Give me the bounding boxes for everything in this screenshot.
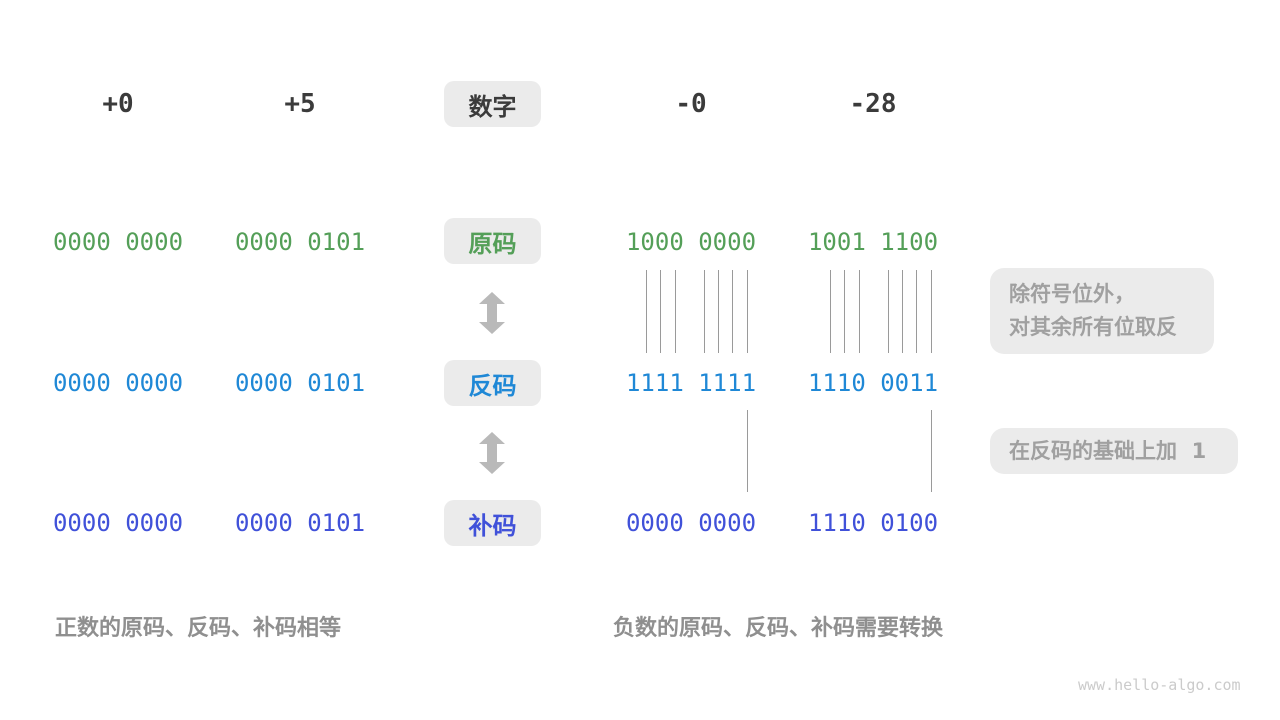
up-down-arrow-icon bbox=[479, 292, 505, 334]
bit-mapping-line bbox=[718, 270, 719, 353]
binary-value: 0000 0101 bbox=[234, 369, 366, 397]
annotation-invert-line2: 对其余所有位取反 bbox=[1009, 315, 1177, 339]
bit-mapping-line bbox=[646, 270, 647, 353]
binary-value: 1000 0000 bbox=[625, 228, 757, 256]
binary-value: 0000 0000 bbox=[52, 228, 184, 256]
bit-mapping-line bbox=[660, 270, 661, 353]
bit-mapping-line bbox=[931, 270, 932, 353]
binary-value: 0000 0101 bbox=[234, 509, 366, 537]
watermark: www.hello-algo.com bbox=[1078, 676, 1241, 694]
bit-mapping-line bbox=[931, 410, 932, 492]
annotation-invert-line1: 除符号位外， bbox=[1009, 282, 1135, 306]
bit-mapping-line bbox=[732, 270, 733, 353]
annotation-invert-bits: 除符号位外， 对其余所有位取反 bbox=[990, 268, 1214, 354]
binary-value: 0000 0000 bbox=[625, 509, 757, 537]
header-value-neg-zero: -0 bbox=[675, 89, 707, 119]
bit-mapping-line bbox=[859, 270, 860, 353]
annotation-add-one: 在反码的基础上加 1 bbox=[990, 428, 1238, 474]
bit-mapping-line bbox=[830, 270, 831, 353]
up-down-arrow-icon bbox=[479, 432, 505, 474]
header-value-pos-five: +5 bbox=[284, 89, 316, 119]
caption-negative-numbers: 负数的原码、反码、补码需要转换 bbox=[613, 616, 944, 641]
tag-ones-complement: 反码 bbox=[444, 360, 541, 406]
tag-twos-complement: 补码 bbox=[444, 500, 541, 546]
binary-value: 1111 1111 bbox=[625, 369, 757, 397]
tag-number: 数字 bbox=[444, 81, 541, 127]
binary-value: 0000 0101 bbox=[234, 228, 366, 256]
caption-positive-numbers: 正数的原码、反码、补码相等 bbox=[55, 616, 342, 641]
header-value-pos-zero: +0 bbox=[102, 89, 134, 119]
bit-mapping-line bbox=[888, 270, 889, 353]
binary-value: 1110 0011 bbox=[807, 369, 939, 397]
bit-mapping-line bbox=[747, 270, 748, 353]
tag-sign-magnitude: 原码 bbox=[444, 218, 541, 264]
bit-mapping-line bbox=[916, 270, 917, 353]
bit-mapping-line bbox=[902, 270, 903, 353]
binary-value: 1110 0100 bbox=[807, 509, 939, 537]
binary-value: 1001 1100 bbox=[807, 228, 939, 256]
bit-mapping-line bbox=[844, 270, 845, 353]
binary-value: 0000 0000 bbox=[52, 509, 184, 537]
binary-value: 0000 0000 bbox=[52, 369, 184, 397]
bit-mapping-line bbox=[704, 270, 705, 353]
bit-mapping-line bbox=[675, 270, 676, 353]
bit-mapping-line bbox=[747, 410, 748, 492]
header-value-neg-28: -28 bbox=[849, 89, 897, 119]
